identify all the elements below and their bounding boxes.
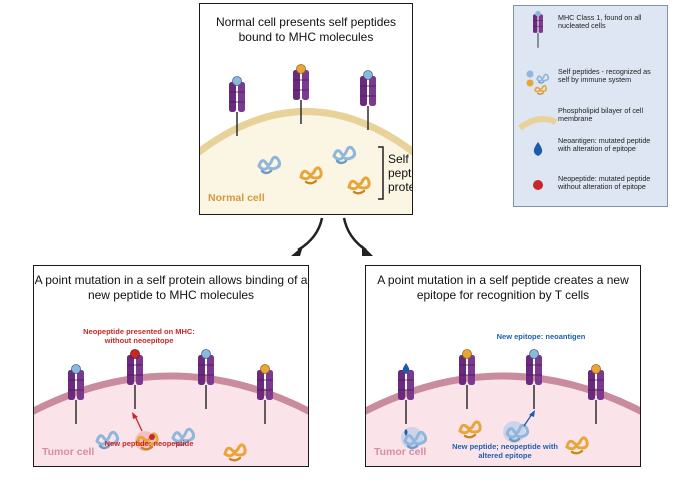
- mhc-molecule: [525, 349, 543, 410]
- phospholipid-bilayer-icon: [518, 116, 558, 131]
- mhc-molecule: [359, 70, 377, 131]
- mhc-molecule: [197, 349, 215, 410]
- legend-item-label: Phospholipid bilayer of cell membrane: [558, 106, 644, 124]
- legend: MHC Class 1, found on all nucleated cell…: [513, 5, 668, 207]
- legend-item-label: Self peptides - recognized as self by im…: [558, 67, 651, 85]
- cell-label: Tumor cell: [374, 446, 427, 458]
- legend-item-label: MHC Class 1, found on all nucleated cell…: [558, 13, 642, 31]
- new-epitope-note: New epitope: neoantigen: [496, 332, 586, 341]
- panel-title: A point mutation in a self peptide creat…: [377, 273, 629, 302]
- mhc-molecule: [228, 76, 246, 137]
- mhc-molecule: [67, 364, 85, 425]
- mhc-molecule: [126, 349, 144, 410]
- mhc-molecule: [458, 349, 476, 410]
- mhc-class-1-icon: [532, 10, 544, 49]
- mhc-molecule: [587, 364, 605, 425]
- cell-label: Tumor cell: [42, 446, 95, 458]
- mhc-molecule: [256, 364, 274, 425]
- neoantigen-panel: A point mutation in a self peptide creat…: [365, 265, 641, 467]
- neoantigen-icon: [533, 142, 543, 156]
- cell-label: Normal cell: [208, 192, 265, 204]
- neopeptide-mhc-note: Neopeptide presented on MHC: without neo…: [83, 327, 195, 345]
- panel-title: A point mutation in a self protein allow…: [34, 273, 308, 302]
- panel-title: Normal cell presents self peptides bound…: [215, 15, 397, 44]
- normal-cell-panel: Normal cell presents self peptides bound…: [199, 3, 413, 215]
- legend-item-label: Neopeptide: mutated peptide without alte…: [558, 174, 651, 192]
- neopeptide-icon: [533, 180, 543, 190]
- self-peptides-icon: [526, 70, 550, 95]
- new-peptide-note: New peptide; neopeptide: [104, 439, 194, 448]
- self-peptides-label: Self peptides & proteins: [388, 152, 412, 194]
- new-peptide-note: New peptide; neopeptide with altered epi…: [452, 442, 558, 460]
- neopeptide-panel: A point mutation in a self protein allow…: [33, 265, 309, 467]
- mhc-molecule: [397, 363, 415, 425]
- mhc-molecule: [292, 64, 310, 125]
- legend-item-label: Neoantigen: mutated peptide with alterat…: [558, 136, 651, 154]
